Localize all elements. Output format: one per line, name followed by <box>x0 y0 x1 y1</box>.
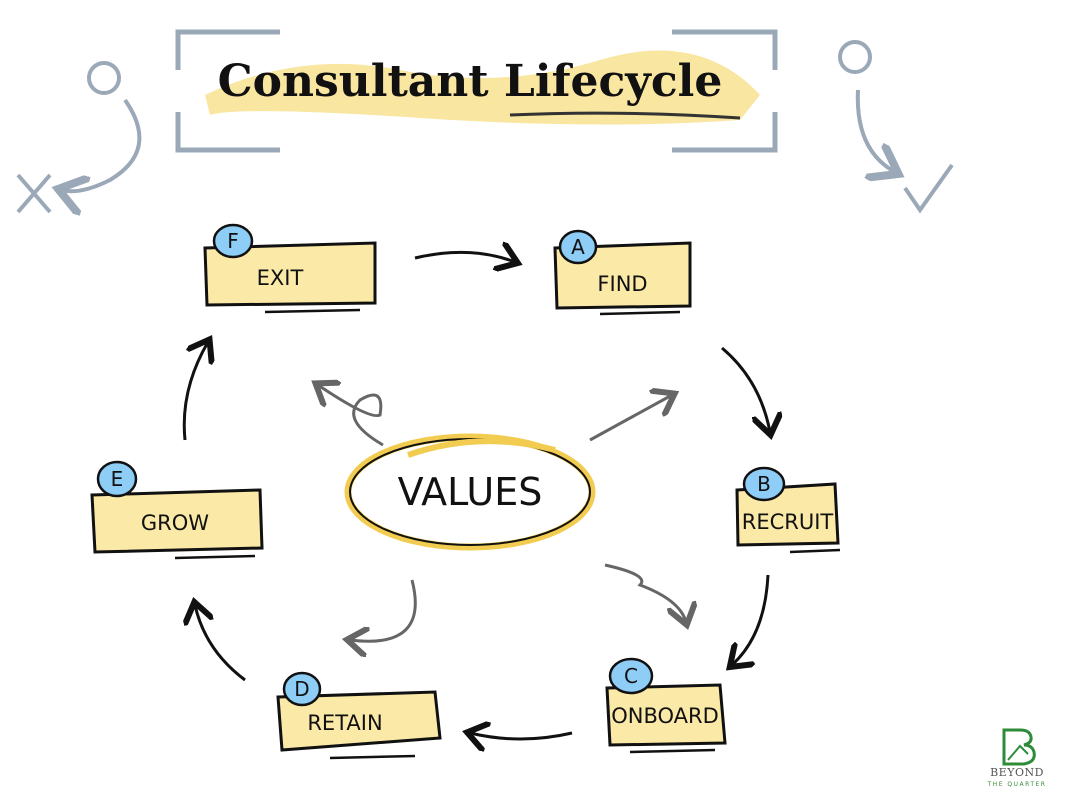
stage-grow: GROW <box>140 511 210 535</box>
title-highlight <box>205 50 760 125</box>
badge-f: F <box>227 229 239 253</box>
logo-subtext: THE QUARTER <box>987 781 1047 788</box>
stage-exit: EXIT <box>256 266 304 290</box>
badge-c: C <box>624 664 638 688</box>
logo-icon <box>1002 728 1036 766</box>
values-label: VALUES <box>397 470 543 514</box>
box-underlines <box>174 308 841 760</box>
stage-recruit: RECRUIT <box>741 510 834 534</box>
badge-d: D <box>294 677 310 701</box>
values-ellipse <box>344 433 596 551</box>
stage-onboard: ONBOARD <box>611 704 719 728</box>
stage-find: FIND <box>597 272 648 296</box>
page-title: Consultant Lifecycle <box>217 56 723 107</box>
title-underline <box>509 111 741 120</box>
figure-left-icon <box>16 61 142 212</box>
badge-e: E <box>110 467 124 491</box>
cycle-arrows <box>184 252 770 739</box>
bracket-right <box>672 29 778 153</box>
figure-right-icon <box>838 40 954 214</box>
badge-b: B <box>757 472 771 496</box>
logo-text: BEYOND <box>990 766 1044 779</box>
values-arrows <box>318 385 686 641</box>
bracket-left <box>175 29 280 153</box>
stage-retain: RETAIN <box>307 711 383 735</box>
letter-badges <box>96 223 786 707</box>
badge-a: A <box>571 235 585 259</box>
